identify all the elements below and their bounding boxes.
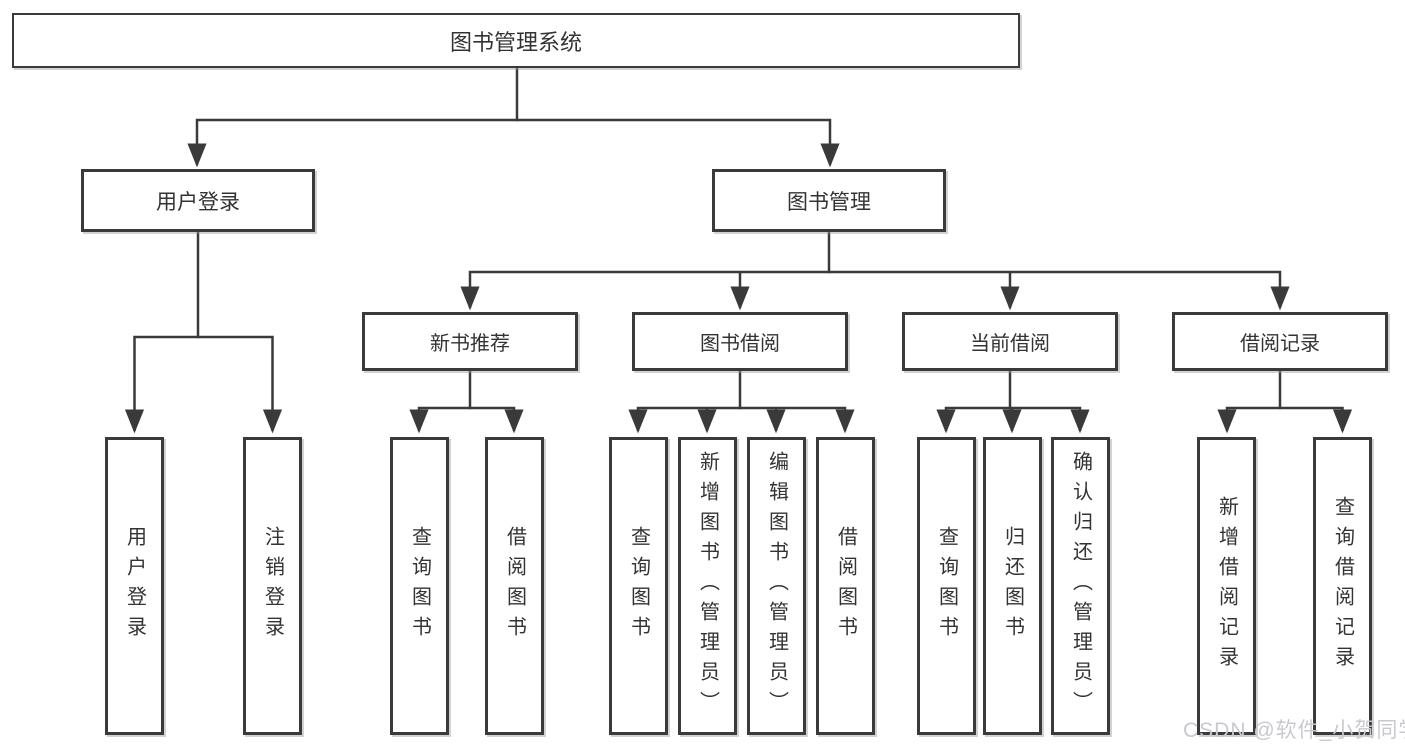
node-label: 查询图书 <box>935 526 958 646</box>
node-label: 借阅记录 <box>1240 333 1320 355</box>
node-label: 新增借阅记录 <box>1215 496 1238 676</box>
node-logout: 注销登录 <box>243 437 302 735</box>
node-add-books-admin: 新增图书（管理员） <box>678 437 737 735</box>
csdn-watermark: CSDN @软件_小贺同学 <box>1183 719 1405 742</box>
node-label: 图书管理 <box>787 190 871 214</box>
node-label: 注销登录 <box>261 526 284 646</box>
node-edit-books-admin: 编辑图书（管理员） <box>747 437 806 735</box>
node-label: 查询图书 <box>408 526 431 646</box>
node-query-books-current: 查询图书 <box>917 437 976 735</box>
node-book-borrowing: 图书借阅 <box>632 312 848 371</box>
node-add-borrow-record: 新增借阅记录 <box>1197 437 1256 735</box>
node-new-book-recommend: 新书推荐 <box>362 312 578 371</box>
node-label: 归还图书 <box>1001 526 1024 646</box>
node-label: 用户登录 <box>156 190 240 214</box>
node-label: 图书管理系统 <box>449 29 582 55</box>
node-query-books-borrowing: 查询图书 <box>609 437 668 735</box>
node-borrowing-records: 借阅记录 <box>1172 312 1388 371</box>
node-label: 编辑图书（管理员） <box>765 451 788 721</box>
node-label: 新书推荐 <box>430 333 510 355</box>
node-label: 图书借阅 <box>700 333 780 355</box>
node-user-login: 用户登录 <box>105 437 164 735</box>
node-return-books: 归还图书 <box>983 437 1042 735</box>
node-query-books-recommend: 查询图书 <box>390 437 449 735</box>
node-query-borrow-record: 查询借阅记录 <box>1313 437 1372 735</box>
node-label: 借阅图书 <box>503 526 526 646</box>
node-borrow-books-recommend: 借阅图书 <box>485 437 544 735</box>
node-label: 用户登录 <box>123 526 146 646</box>
node-current-borrowing: 当前借阅 <box>902 312 1118 371</box>
node-label: 借阅图书 <box>834 526 857 646</box>
node-borrow-books: 借阅图书 <box>816 437 875 735</box>
node-label: 当前借阅 <box>970 333 1050 355</box>
node-book-management: 图书管理 <box>712 169 946 232</box>
node-user-login-group: 用户登录 <box>81 169 315 232</box>
node-label: 新增图书（管理员） <box>696 451 719 721</box>
node-label: 查询图书 <box>627 526 650 646</box>
node-label: 确认归还（管理员） <box>1069 451 1092 721</box>
node-library-system: 图书管理系统 <box>12 13 1020 68</box>
node-label: 查询借阅记录 <box>1331 496 1354 676</box>
node-confirm-return-admin: 确认归还（管理员） <box>1051 437 1110 735</box>
